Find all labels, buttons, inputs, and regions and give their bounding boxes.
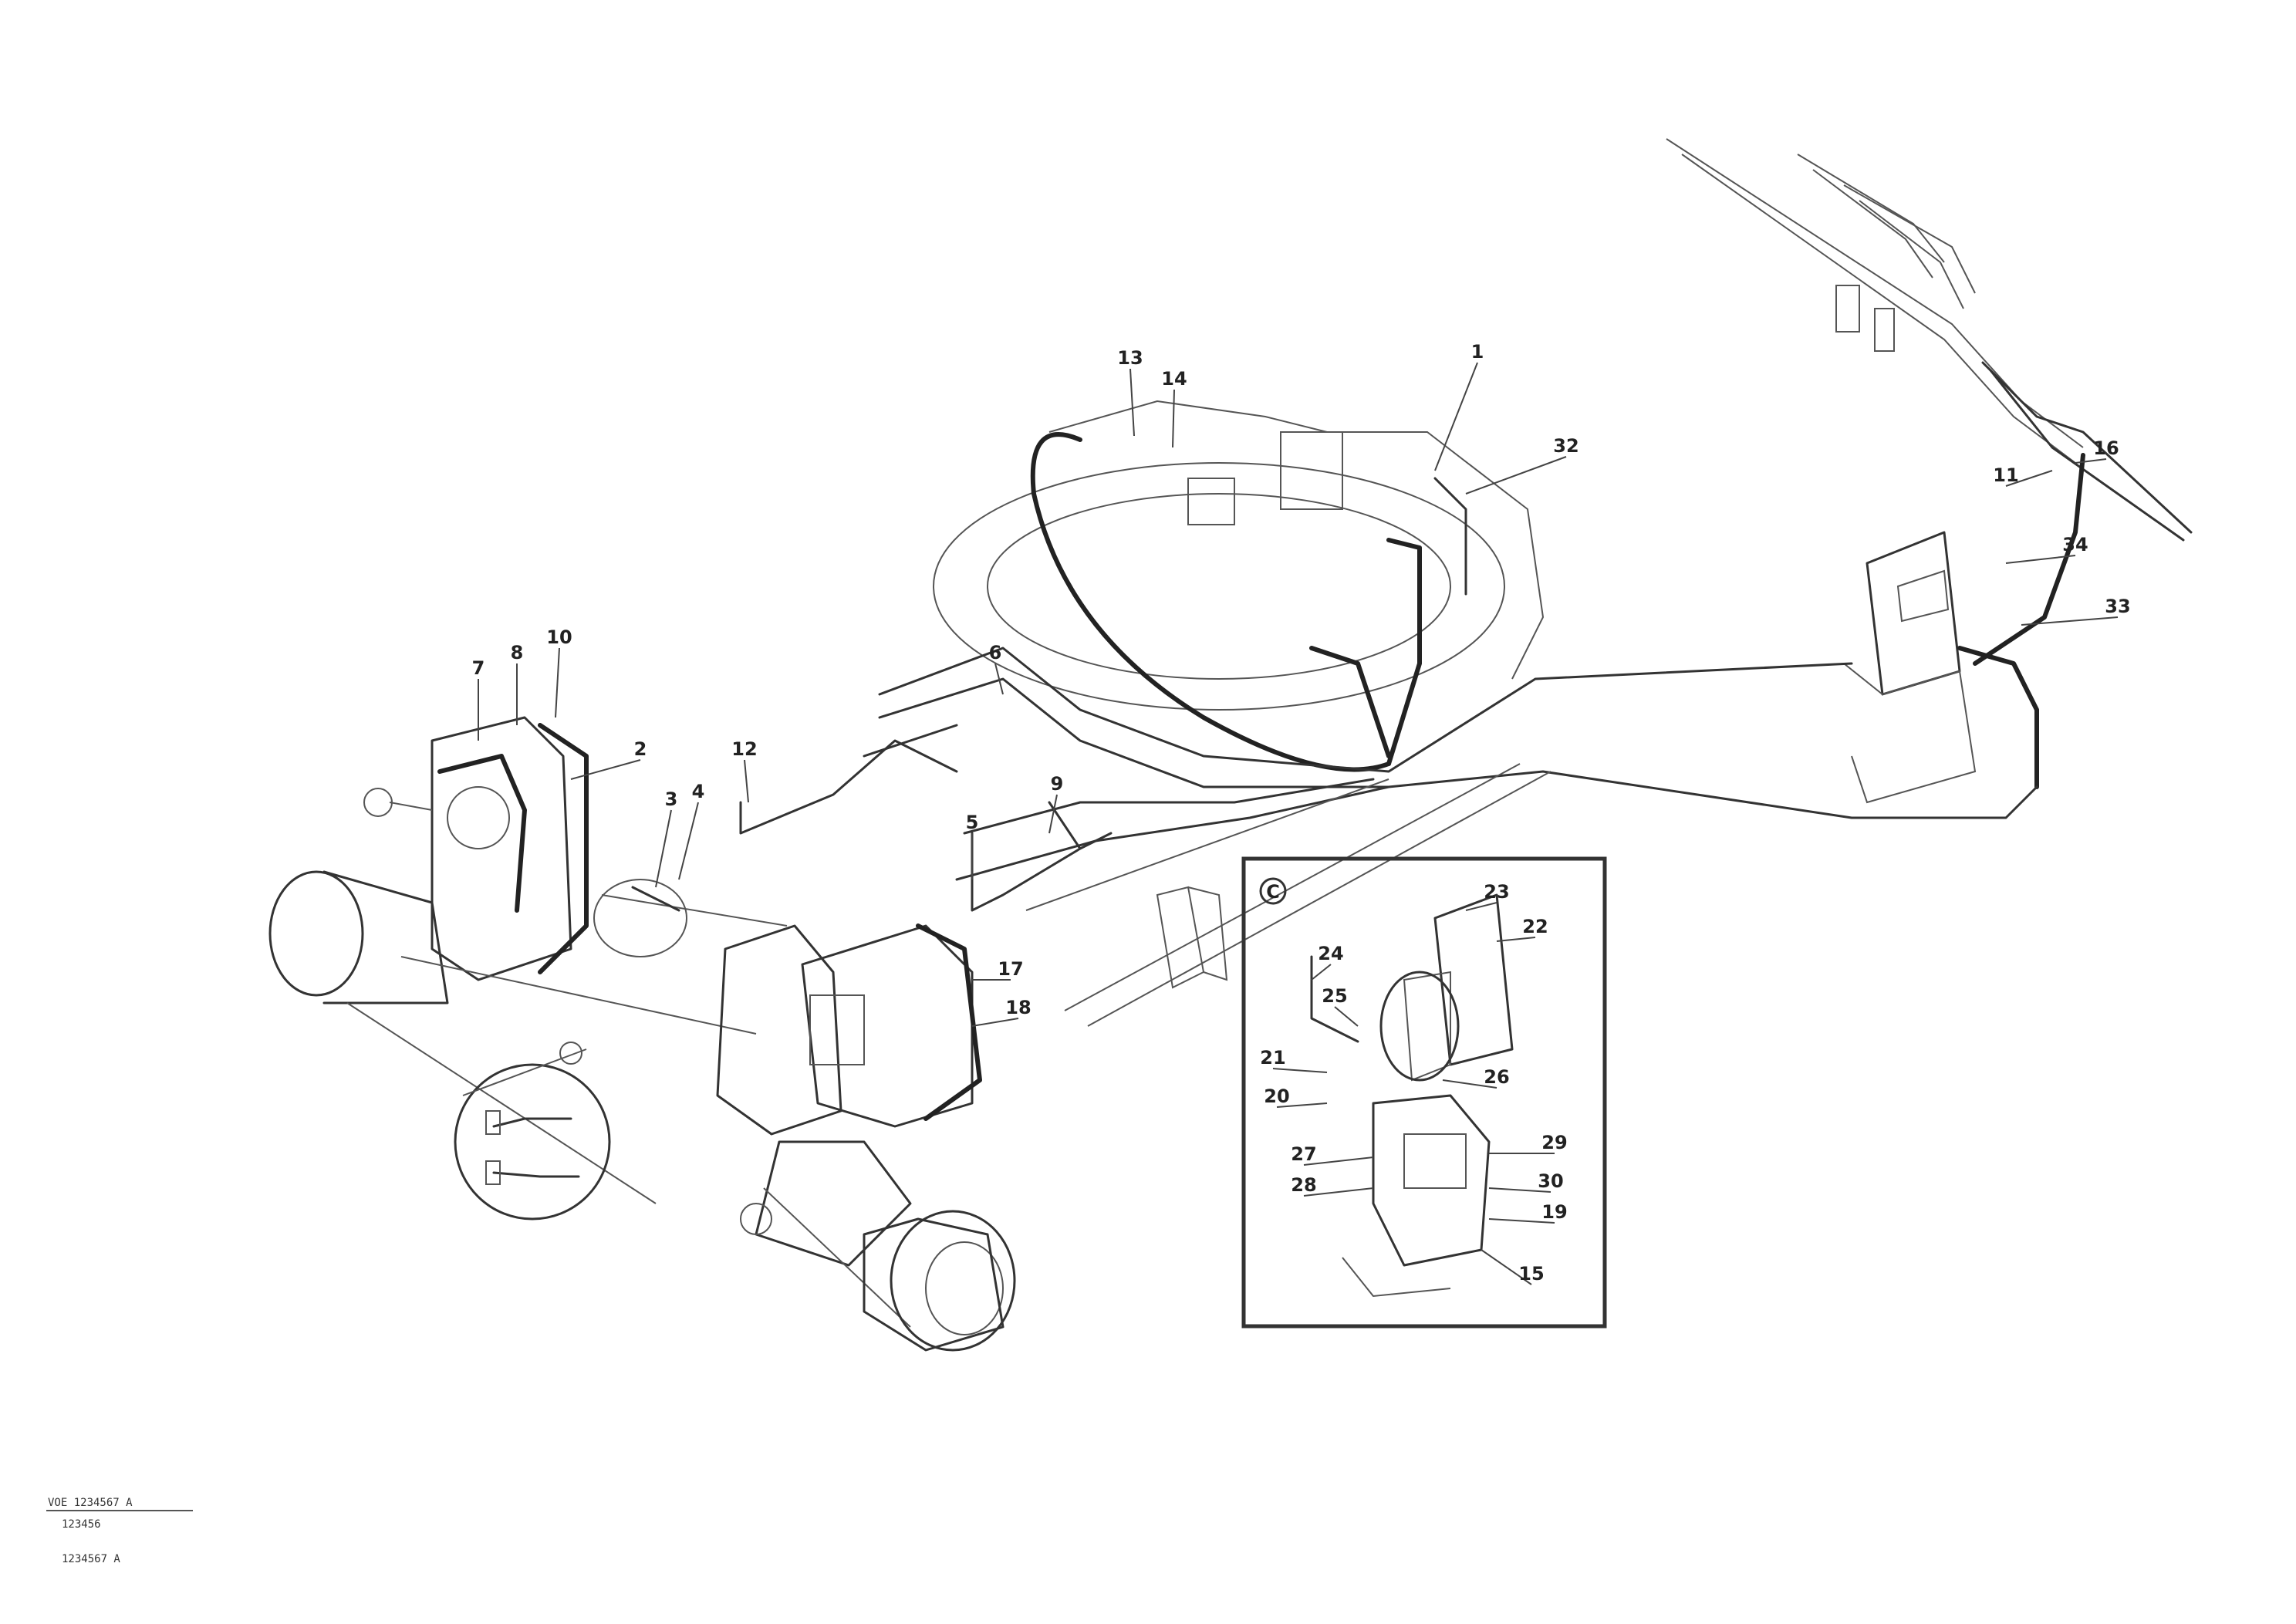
callout-number: 16 <box>2093 437 2119 459</box>
callout-number: 34 <box>2062 534 2088 555</box>
callout-number: 18 <box>1005 997 1031 1018</box>
callout-number: 22 <box>1522 916 1548 937</box>
callout-leader <box>678 802 699 880</box>
callout-leader <box>2021 616 2119 626</box>
callout-number: 13 <box>1117 347 1143 369</box>
callout-number: 2 <box>634 738 647 760</box>
boom-pipes <box>1666 138 2193 542</box>
callout-number: 9 <box>1051 773 1064 795</box>
callout-leader <box>971 1018 1019 1027</box>
callout-number: 27 <box>1291 1143 1316 1165</box>
callout-leader <box>1311 964 1332 981</box>
turntable <box>933 400 1545 772</box>
callout-number: 19 <box>1541 1201 1567 1223</box>
callout-number: 33 <box>2105 596 2130 617</box>
callout-number: 6 <box>989 642 1002 663</box>
callout-leader <box>2075 458 2107 464</box>
callout-leader <box>1172 389 1175 448</box>
callout-leader <box>2005 555 2076 564</box>
callout-number: 15 <box>1518 1263 1544 1285</box>
main-hoses <box>878 647 2038 1027</box>
callout-number: 25 <box>1322 985 1347 1007</box>
callout-leader <box>994 663 1004 695</box>
drawing-code: VOE 1234567 A <box>48 1497 133 1509</box>
callout-number: 3 <box>665 788 678 810</box>
callout-leader <box>1481 1249 1532 1285</box>
callout-number: 17 <box>998 958 1023 980</box>
callout-number: 1 <box>1471 341 1484 363</box>
callout-leader <box>1303 1187 1374 1197</box>
drawing-id: 1234567 A <box>62 1553 120 1565</box>
callout-number: 24 <box>1318 943 1343 964</box>
callout-leader <box>1276 1102 1328 1108</box>
center-valve <box>593 879 982 1136</box>
middle-tubes <box>739 724 1113 912</box>
rect-bracket <box>1156 886 1228 989</box>
callout-number: 5 <box>966 812 979 833</box>
callout-leader <box>570 759 641 780</box>
callout-leader <box>1496 937 1536 942</box>
callout-leader <box>1303 1156 1374 1166</box>
drawing-sub: 123456 <box>62 1518 101 1531</box>
detail-c-box: C <box>1241 856 1607 1329</box>
callout-leader <box>1334 1006 1359 1027</box>
right-bracket <box>1843 453 2085 804</box>
callout-number: 29 <box>1541 1132 1567 1153</box>
callout-leader <box>744 759 749 803</box>
callout-number: 11 <box>1993 464 2018 486</box>
ref-marker <box>559 1042 582 1065</box>
callout-leader <box>1129 368 1135 437</box>
callout-number: 32 <box>1553 435 1578 457</box>
callout-number: 10 <box>546 626 572 648</box>
callout-leader <box>1434 362 1478 471</box>
callout-leader <box>555 647 560 718</box>
travel-motor <box>740 1140 1016 1352</box>
detail-label: C <box>1266 881 1280 903</box>
callout-number: 30 <box>1538 1170 1563 1192</box>
callout-leader <box>1272 1068 1328 1073</box>
callout-leader <box>1465 902 1497 911</box>
callout-number: 23 <box>1484 881 1509 903</box>
callout-leader <box>1048 794 1058 834</box>
callout-leader <box>1465 456 1567 495</box>
callout-leader <box>1488 1187 1551 1193</box>
callout-number: 7 <box>472 657 485 679</box>
callout-number: 21 <box>1260 1047 1285 1069</box>
callout-number: 28 <box>1291 1174 1316 1196</box>
left-assembly <box>268 716 757 1204</box>
callout-leader <box>1488 1218 1555 1224</box>
circle-detail <box>454 1048 611 1221</box>
callout-leader <box>2005 470 2053 487</box>
callout-number: 4 <box>692 781 705 802</box>
callout-number: 20 <box>1264 1085 1289 1107</box>
callout-number: 26 <box>1484 1066 1509 1088</box>
callout-number: 8 <box>511 642 524 663</box>
callout-leader <box>1442 1079 1497 1089</box>
callout-number: 12 <box>731 738 757 760</box>
drawing-reference: VOE 1234567 A 123456 1234567 A <box>46 1497 193 1565</box>
callout-number: 14 <box>1161 368 1187 390</box>
callout-leader <box>655 809 672 888</box>
